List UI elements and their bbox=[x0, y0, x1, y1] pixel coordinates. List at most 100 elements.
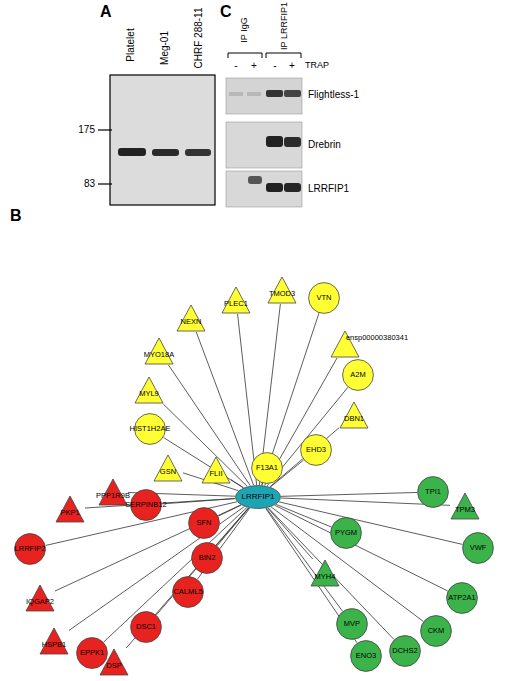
protein-label: LRRFIP2 bbox=[15, 545, 46, 553]
blot-band bbox=[266, 136, 283, 147]
interaction-line bbox=[261, 483, 263, 485]
triangle-outline bbox=[340, 402, 368, 428]
triangle-outline bbox=[154, 455, 182, 481]
protein-triangle: MYO18A bbox=[144, 337, 174, 365]
blot-label: - bbox=[234, 61, 237, 71]
blot-label: Platelet bbox=[126, 28, 136, 61]
protein-triangle: IQGAP2 bbox=[25, 584, 55, 612]
blot-strip bbox=[226, 122, 302, 168]
protein-label: PYGM bbox=[335, 529, 357, 537]
protein-circle: BIN2 bbox=[191, 542, 223, 574]
ellipse-outline bbox=[421, 616, 452, 647]
ellipse-outline bbox=[77, 638, 108, 669]
blot-band bbox=[185, 149, 211, 156]
triangle-outline bbox=[451, 493, 479, 519]
blot-strip bbox=[226, 171, 302, 207]
protein-label: MYO18A bbox=[144, 352, 174, 360]
interaction-line bbox=[281, 492, 417, 496]
triangle-outline bbox=[268, 277, 296, 303]
protein-triangle: ensp00000380341 bbox=[330, 330, 360, 358]
protein-label: TMOD3 bbox=[269, 291, 295, 299]
blot-frame bbox=[110, 75, 215, 205]
protein-triangle: TMOD3 bbox=[267, 276, 297, 304]
protein-label: NEXN bbox=[181, 319, 202, 327]
interaction-line bbox=[168, 365, 250, 486]
ellipse-outline bbox=[337, 609, 368, 640]
triangle-outline bbox=[100, 649, 128, 675]
blot-band bbox=[152, 149, 179, 156]
interaction-line bbox=[162, 499, 235, 504]
protein-circle: CALML5 bbox=[172, 576, 204, 608]
ellipse-outline bbox=[351, 641, 382, 672]
protein-circle: F13A1 bbox=[251, 452, 283, 484]
protein-label: DSP bbox=[106, 663, 121, 671]
protein-circle: A2M bbox=[342, 359, 374, 391]
protein-label: FLII bbox=[210, 471, 223, 479]
blot-label: Drebrin bbox=[308, 140, 341, 150]
protein-label: ensp00000380341 bbox=[346, 335, 408, 343]
protein-label: DCHS2 bbox=[392, 647, 417, 655]
blot-label: IP LRRFIP1 bbox=[280, 2, 289, 50]
blot-band bbox=[284, 183, 301, 192]
protein-label: PLEC1 bbox=[224, 301, 248, 309]
marker-tick bbox=[98, 129, 112, 130]
interaction-line bbox=[271, 507, 423, 622]
protein-circle: LRRFIP2 bbox=[14, 533, 46, 565]
protein-triangle: FLII bbox=[201, 456, 231, 484]
blot-band bbox=[118, 148, 146, 156]
protein-circle: DCHS2 bbox=[389, 635, 421, 667]
protein-circle: MVP bbox=[336, 608, 368, 640]
panel-letter: A bbox=[100, 4, 112, 20]
hub-node: LRRFIP1 bbox=[235, 485, 281, 509]
triangle-outline bbox=[222, 287, 250, 313]
blot-band bbox=[248, 176, 262, 184]
protein-triangle: MYL9 bbox=[134, 376, 164, 404]
protein-triangle: PPP1R9B bbox=[98, 478, 128, 506]
protein-circle: SFN bbox=[188, 507, 220, 539]
blot-label: Flightless-1 bbox=[308, 90, 359, 100]
blot-band bbox=[229, 92, 243, 96]
protein-label: HSPB1 bbox=[42, 642, 67, 650]
ellipse-outline bbox=[192, 543, 223, 574]
blot-label: IP IgG bbox=[240, 17, 249, 42]
protein-circle: VTN bbox=[308, 282, 340, 314]
ellipse-outline bbox=[236, 486, 281, 509]
protein-label: PPP1R9B bbox=[96, 493, 130, 501]
blot-label: LRRFIP1 bbox=[308, 184, 349, 194]
protein-label: TPI1 bbox=[425, 488, 441, 496]
protein-label: EHD3 bbox=[306, 446, 326, 454]
triangle-outline bbox=[26, 585, 54, 611]
ellipse-outline bbox=[15, 534, 46, 565]
protein-circle: SERPINB12 bbox=[130, 489, 162, 521]
protein-label: VWF bbox=[470, 544, 487, 552]
blot-label: 175 bbox=[78, 125, 95, 135]
protein-label: F13A1 bbox=[256, 464, 278, 472]
protein-label: MYL9 bbox=[139, 391, 159, 399]
protein-circle: VWF bbox=[462, 532, 494, 564]
ellipse-outline bbox=[309, 283, 340, 314]
protein-label: IQGAP2 bbox=[26, 599, 54, 607]
protein-triangle: TPM3 bbox=[450, 492, 480, 520]
protein-label: MYH4 bbox=[315, 574, 336, 582]
protein-label: TPM3 bbox=[455, 507, 475, 515]
blot-label: TRAP bbox=[305, 61, 329, 70]
ellipse-outline bbox=[189, 508, 220, 539]
protein-triangle: GSN bbox=[153, 454, 183, 482]
protein-triangle: NEXN bbox=[176, 304, 206, 332]
ellipse-outline bbox=[173, 577, 204, 608]
triangle-outline bbox=[135, 377, 163, 403]
interaction-line bbox=[266, 508, 342, 611]
ellipse-outline bbox=[331, 518, 362, 549]
protein-circle: ATP2A1 bbox=[446, 582, 478, 614]
protein-circle: EPPK1 bbox=[76, 637, 108, 669]
blot-band bbox=[284, 137, 301, 147]
protein-label: ATP2A1 bbox=[448, 594, 475, 602]
triangle-outline bbox=[40, 628, 68, 654]
protein-label: SERPINB12 bbox=[125, 501, 166, 509]
interaction-line bbox=[268, 508, 394, 640]
protein-label: PKP1 bbox=[60, 510, 79, 518]
protein-label: A2M bbox=[350, 371, 365, 379]
interaction-line bbox=[231, 480, 244, 488]
